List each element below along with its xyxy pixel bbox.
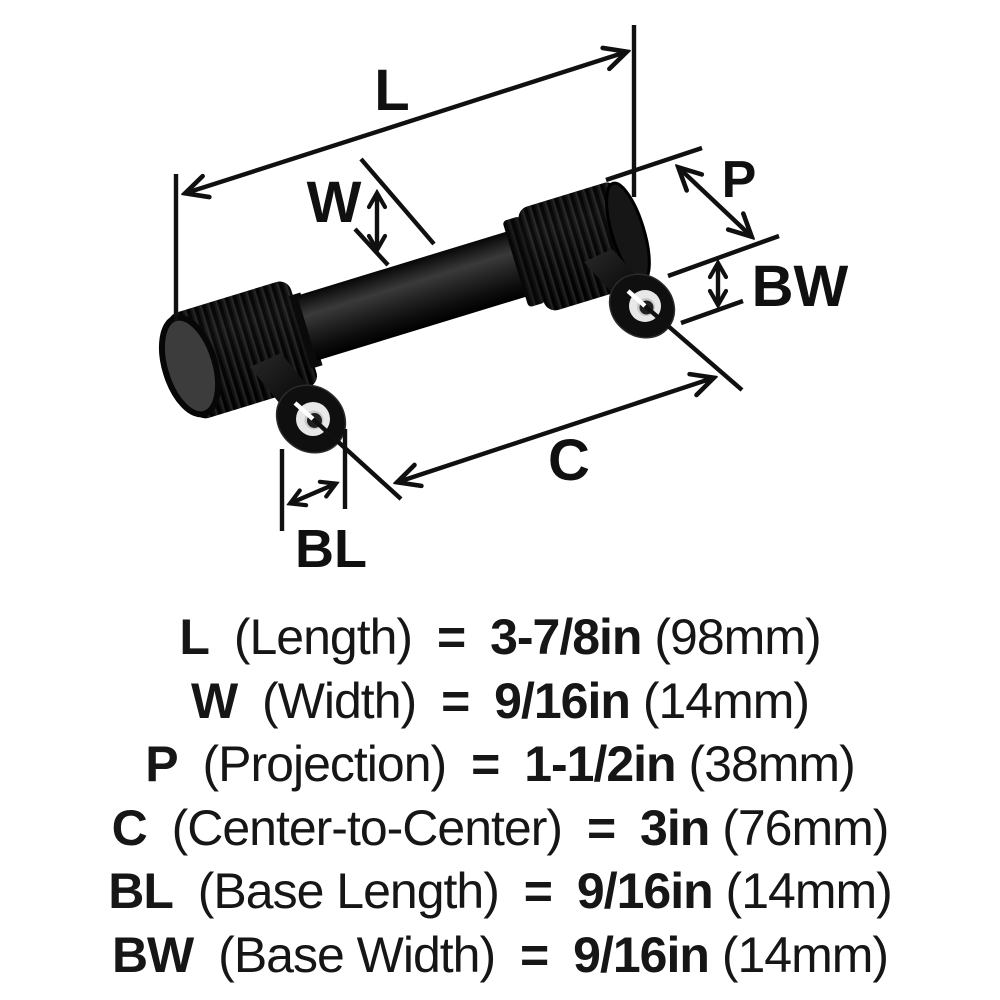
spec-metric: (38mm) [688, 736, 856, 792]
c-extension-left [311, 417, 403, 501]
w-tick-upper [359, 157, 436, 246]
right-collar-knurling [503, 217, 545, 307]
spec-label: P [145, 736, 178, 792]
spec-metric: (14mm) [725, 863, 893, 919]
spec-value: 1-1/2in [524, 736, 676, 792]
spec-line-base-length: BL (Base Length) = 9/16in (14mm) [0, 860, 1000, 924]
bw-extension-bottom [680, 298, 744, 326]
spec-line-base-width: BW (Base Width) = 9/16in (14mm) [0, 924, 1000, 988]
l-dimension-line [186, 52, 626, 193]
spec-name: (Length) [233, 609, 413, 665]
spec-name: (Center-to-Center) [171, 799, 563, 856]
c-extension-left-white [293, 401, 315, 421]
dimension-diagram-svg: L W P BW C BL [158, 25, 849, 579]
spec-line-width: W (Width) = 9/16in (14mm) [0, 670, 1000, 734]
dimension-BL [279, 429, 348, 531]
label-P: P [722, 151, 757, 209]
spec-name: (Projection) [202, 736, 448, 792]
c-extension-right [643, 304, 744, 392]
dimension-P [605, 145, 780, 279]
label-W: W [307, 170, 362, 235]
spec-value: 9/16in [576, 863, 714, 919]
spec-equals: = [436, 609, 466, 665]
spec-label: BL [108, 863, 174, 919]
spec-equals: = [520, 926, 549, 983]
spec-equals: = [471, 736, 500, 792]
spec-label: L [179, 609, 210, 665]
spec-metric: (76mm) [722, 799, 889, 856]
product-render [158, 181, 676, 454]
spec-value: 9/16in [494, 672, 631, 729]
bl-dimension-line [291, 484, 335, 503]
c-extension-right-white [626, 289, 647, 308]
dimension-W [353, 157, 436, 267]
p-dimension-line [679, 168, 751, 236]
spec-value: 9/16in [573, 926, 710, 983]
p-extension-top [605, 145, 703, 183]
spec-line-projection: P (Projection) = 1-1/2in (38mm) [0, 733, 1000, 797]
p-extension-mid [667, 233, 780, 279]
label-C: C [548, 428, 590, 493]
dimension-C [311, 304, 744, 501]
label-BL: BL [295, 519, 367, 579]
spec-value: 3-7/8in [490, 609, 642, 665]
spec-name: (Width) [262, 672, 417, 729]
spec-list: L (Length) = 3-7/8in (98mm) W (Width) = … [0, 606, 1000, 987]
c-dimension-line [398, 378, 713, 482]
label-L: L [374, 58, 409, 123]
label-BW: BW [752, 254, 849, 319]
spec-value: 3in [640, 799, 710, 856]
spec-name: (Base Length) [197, 863, 500, 919]
spec-label: C [111, 799, 148, 856]
diagram-area: L W P BW C BL [158, 25, 849, 579]
spec-line-length: L (Length) = 3-7/8in (98mm) [0, 606, 1000, 670]
spec-equals: = [441, 672, 470, 729]
spec-label: W [190, 672, 238, 729]
spec-metric: (14mm) [642, 672, 810, 729]
spec-label: BW [111, 926, 194, 983]
spec-metric: (14mm) [721, 926, 889, 983]
spec-equals: = [586, 799, 616, 856]
dimension-L [173, 25, 637, 321]
handle-bar [297, 230, 530, 361]
dimension-BW [680, 264, 744, 326]
spec-line-center-to-center: C (Center-to-Center) = 3in (76mm) [0, 797, 1000, 861]
spec-name: (Base Width) [218, 926, 496, 983]
spec-metric: (98mm) [654, 609, 821, 665]
spec-equals: = [523, 863, 553, 919]
